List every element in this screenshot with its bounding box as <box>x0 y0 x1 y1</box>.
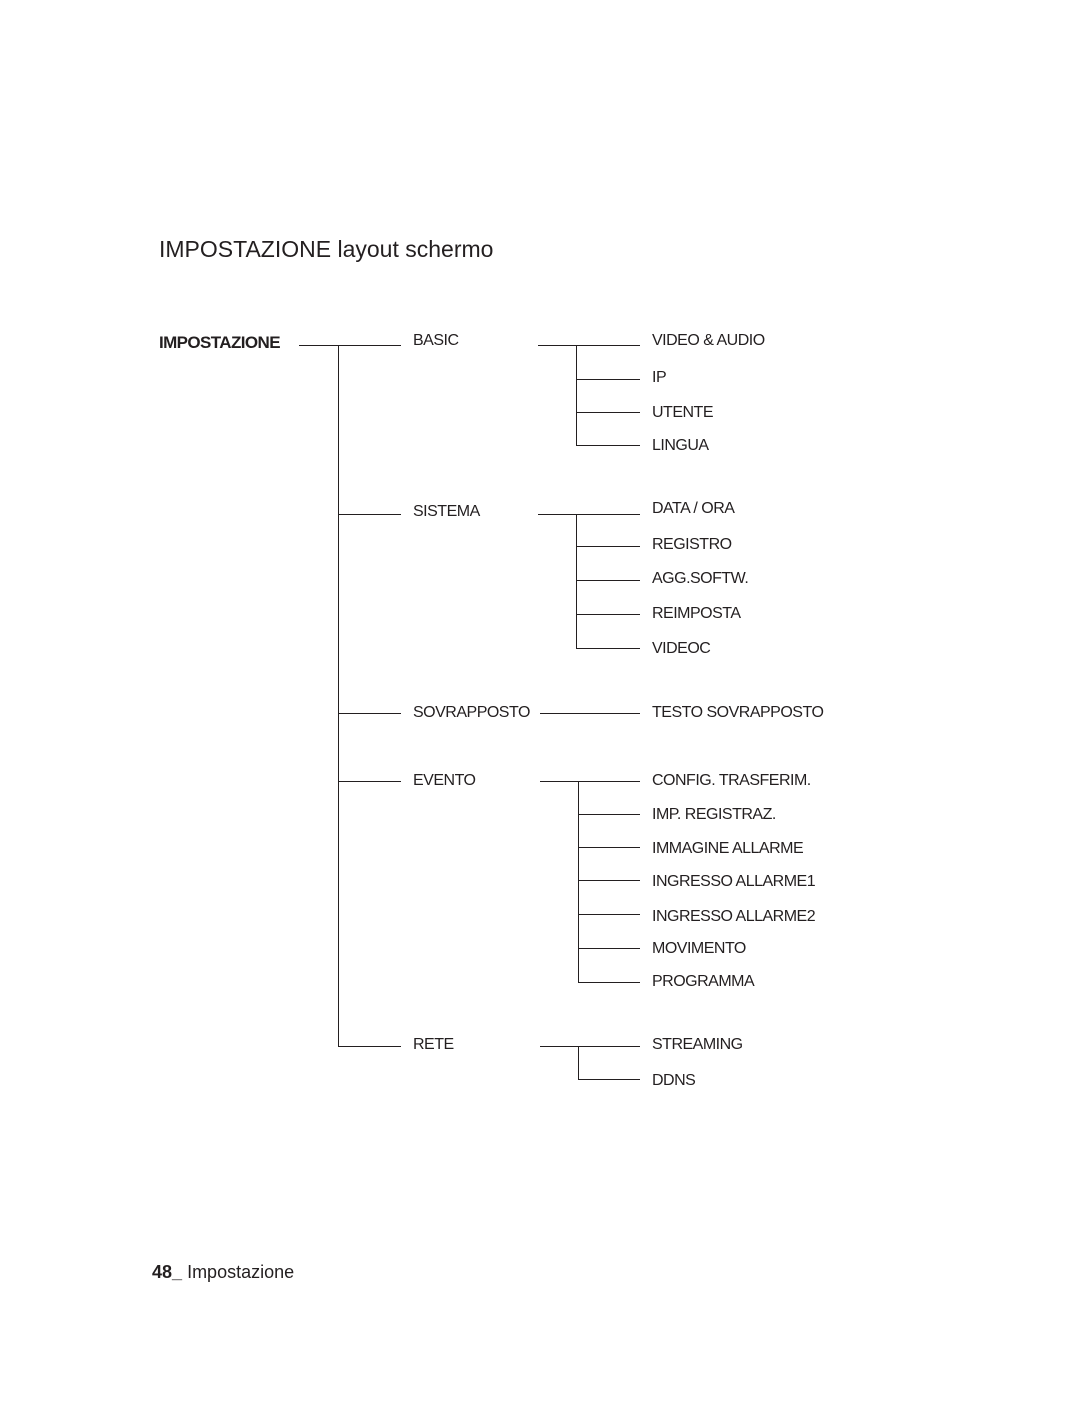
evento-connector-ingresso-allarme2 <box>578 914 640 915</box>
node-evento: EVENTO <box>413 772 476 789</box>
leaf-streaming: STREAMING <box>652 1036 743 1053</box>
connector-sistema <box>338 514 401 515</box>
sistema-sub-trunk <box>576 514 577 648</box>
sistema-connector-registro <box>576 546 640 547</box>
leaf-imp-registraz: IMP. REGISTRAZ. <box>652 806 776 823</box>
page-number: 48_ <box>152 1262 183 1282</box>
node-basic: BASIC <box>413 332 459 349</box>
sistema-branch-line <box>538 514 640 515</box>
leaf-reimposta: REIMPOSTA <box>652 605 741 622</box>
connector-sovrapposto <box>338 713 401 714</box>
footer-section: Impostazione <box>187 1262 295 1282</box>
basic-branch-line <box>538 345 640 346</box>
connector-evento <box>338 781 401 782</box>
leaf-lingua: LINGUA <box>652 437 709 454</box>
evento-connector-programma <box>578 982 640 983</box>
leaf-registro: REGISTRO <box>652 536 732 553</box>
evento-connector-ingresso-allarme1 <box>578 880 640 881</box>
leaf-config-trasferim: CONFIG. TRASFERIM. <box>652 772 811 789</box>
basic-connector-ip <box>576 379 640 380</box>
root-connector <box>299 345 401 346</box>
sistema-connector-agg-softw <box>576 580 640 581</box>
leaf-ingresso-allarme1: INGRESSO ALLARME1 <box>652 873 816 890</box>
evento-connector-immagine-allarme <box>578 847 640 848</box>
node-rete: RETE <box>413 1036 454 1053</box>
basic-connector-utente <box>576 412 640 413</box>
sistema-connector-videoc <box>576 648 640 649</box>
evento-sub-trunk <box>578 781 579 982</box>
basic-sub-trunk <box>576 345 577 445</box>
leaf-immagine-allarme: IMMAGINE ALLARME <box>652 840 804 857</box>
sistema-connector-reimposta <box>576 614 640 615</box>
page-footer: 48_ Impostazione <box>152 1262 294 1283</box>
leaf-videoc: VIDEOC <box>652 640 711 657</box>
evento-connector-movimento <box>578 948 640 949</box>
leaf-movimento: MOVIMENTO <box>652 940 746 957</box>
leaf-data-ora: DATA / ORA <box>652 500 735 517</box>
level1-trunk <box>338 345 339 1047</box>
leaf-agg-softw: AGG.SOFTW. <box>652 570 749 587</box>
evento-connector-imp-registraz <box>578 814 640 815</box>
leaf-video-audio: VIDEO & AUDIO <box>652 332 765 349</box>
node-sistema: SISTEMA <box>413 503 480 520</box>
evento-branch-line <box>540 781 640 782</box>
node-sovrapposto: SOVRAPPOSTO <box>413 704 530 721</box>
page-title: IMPOSTAZIONE layout schermo <box>159 236 494 262</box>
leaf-ip: IP <box>652 369 667 386</box>
connector-rete <box>338 1046 401 1047</box>
leaf-ddns: DDNS <box>652 1072 696 1089</box>
rete-connector-ddns <box>578 1079 640 1080</box>
rete-sub-trunk <box>578 1046 579 1079</box>
leaf-testo-sovrapposto: TESTO SOVRAPPOSTO <box>652 704 824 721</box>
leaf-ingresso-allarme2: INGRESSO ALLARME2 <box>652 908 816 925</box>
tree-root-label: IMPOSTAZIONE <box>159 333 281 352</box>
leaf-utente: UTENTE <box>652 404 714 421</box>
sovrapposto-branch-line <box>540 713 640 714</box>
leaf-programma: PROGRAMMA <box>652 973 755 990</box>
rete-branch-line <box>540 1046 640 1047</box>
basic-connector-lingua <box>576 445 640 446</box>
